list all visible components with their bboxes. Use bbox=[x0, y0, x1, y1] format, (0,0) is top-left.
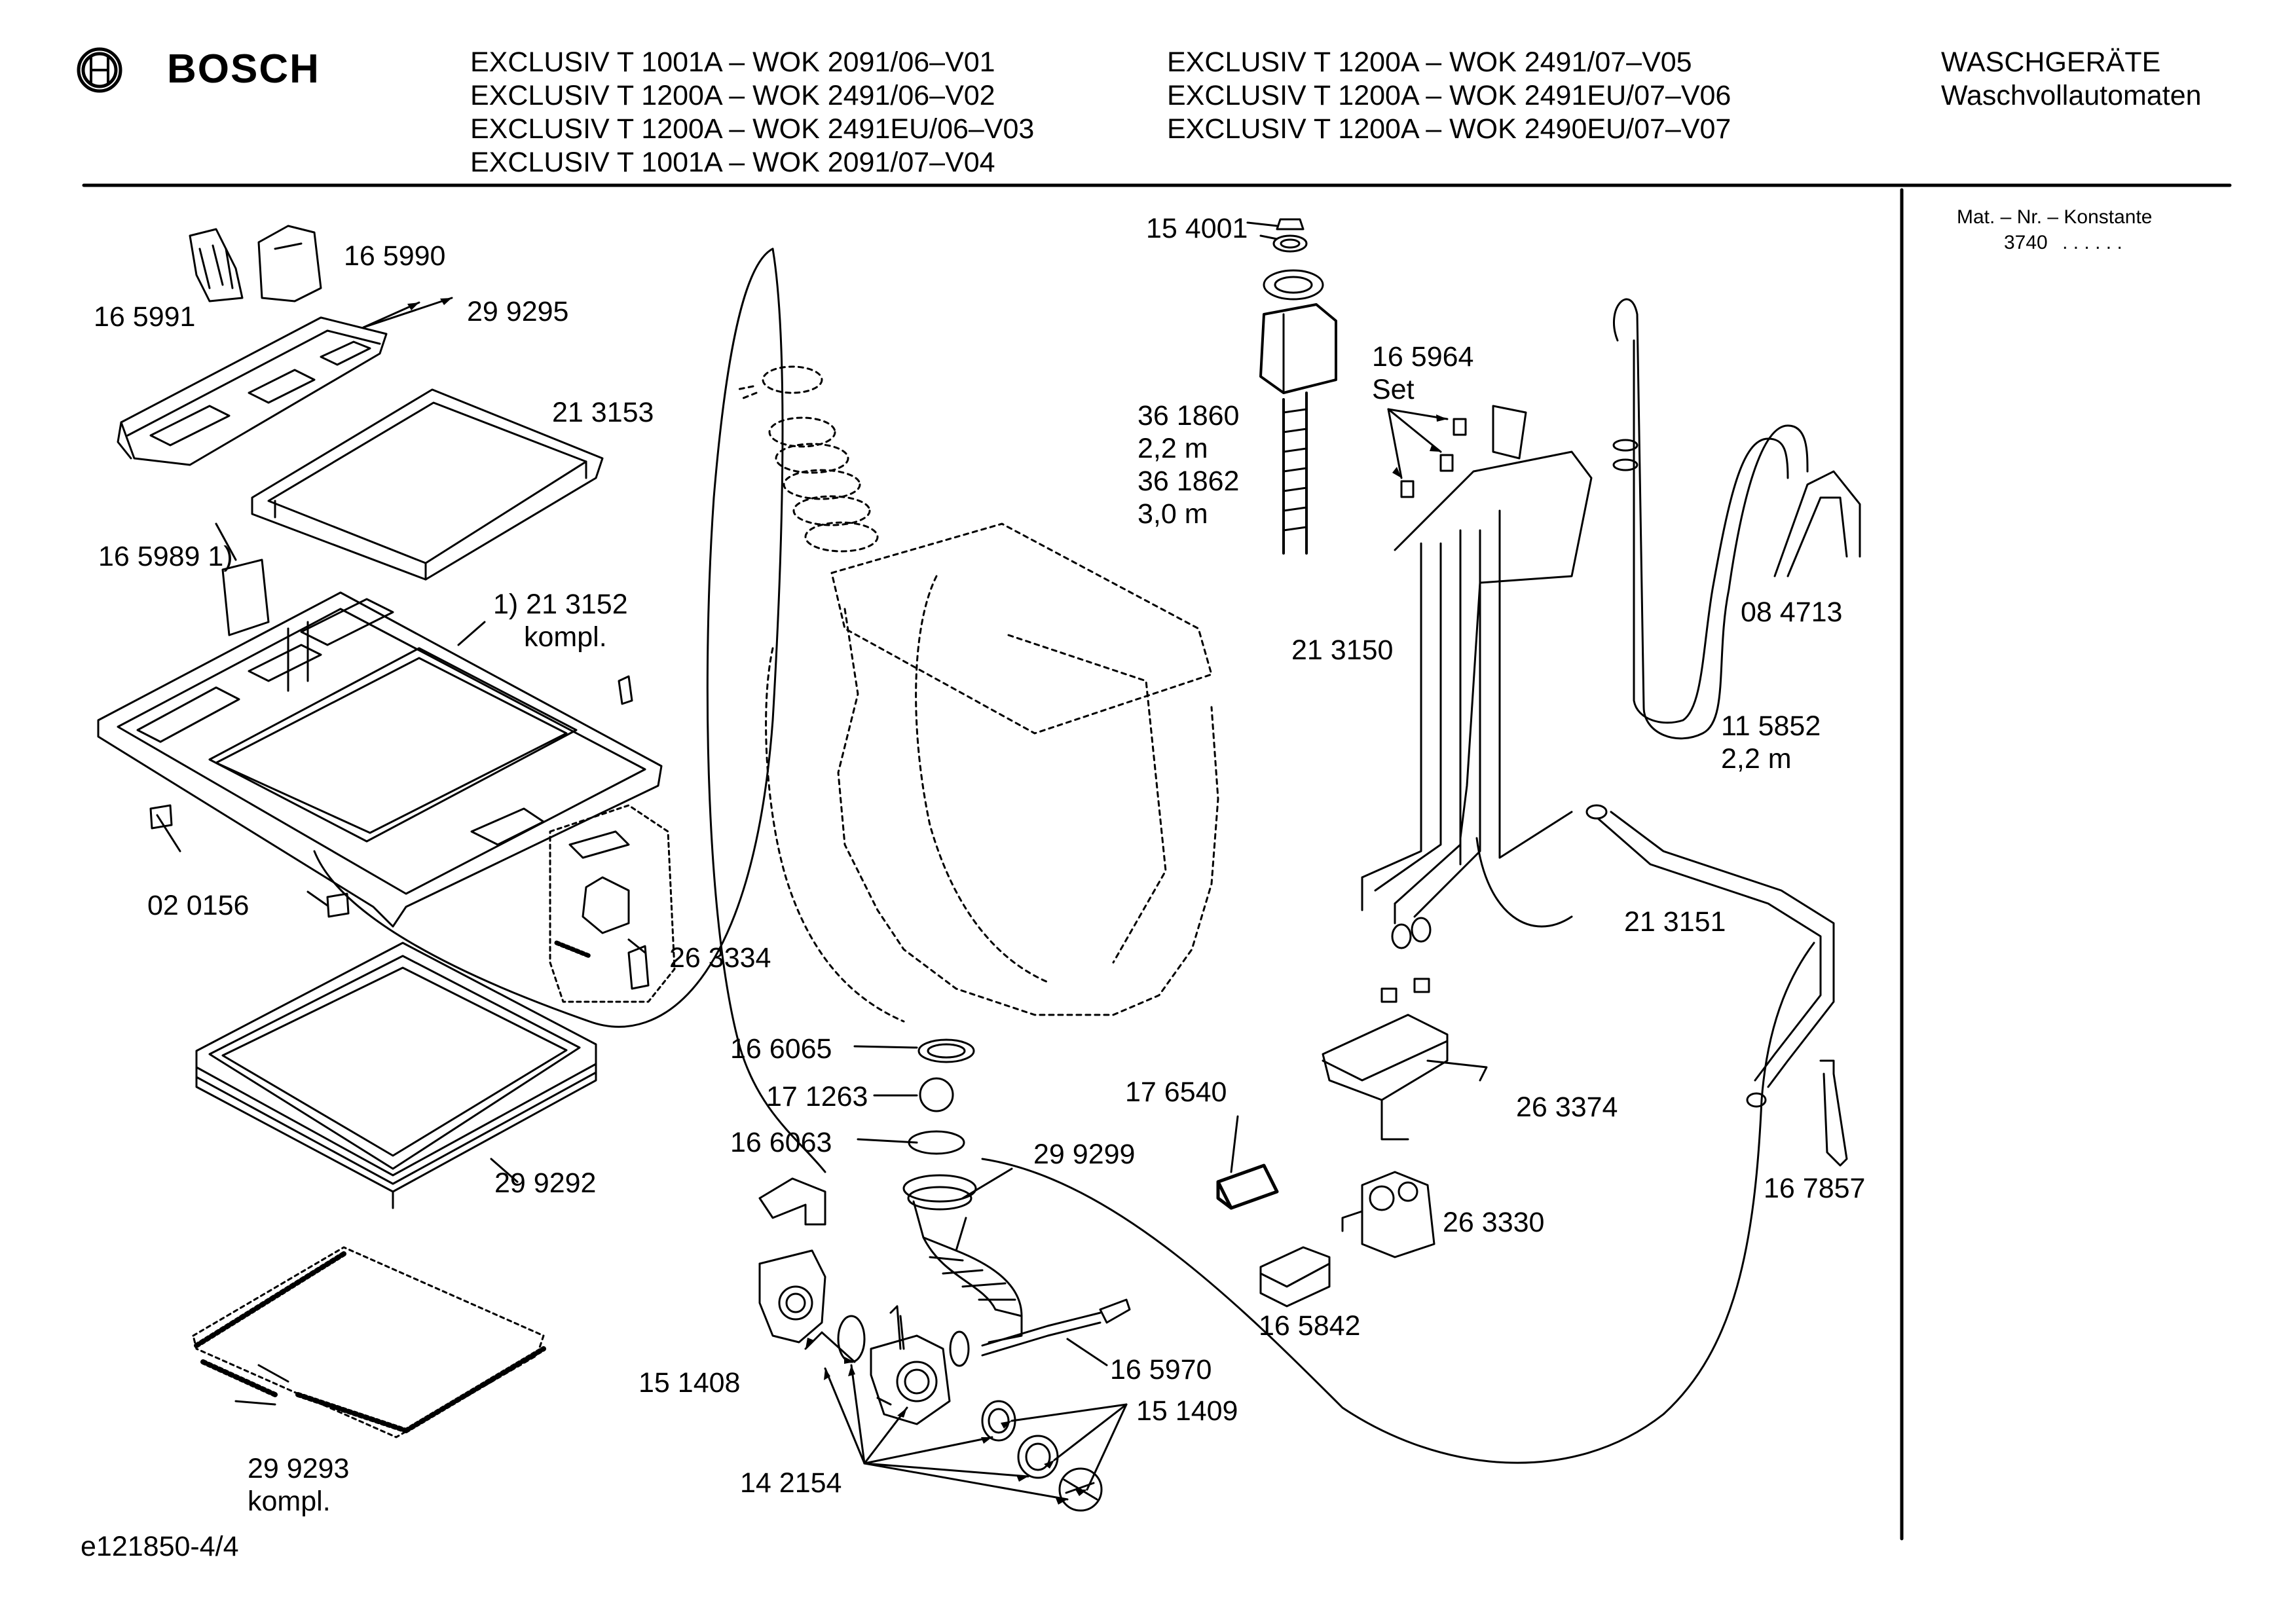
part-label: 26 3330 bbox=[1443, 1207, 1545, 1238]
bellows-top bbox=[735, 365, 879, 553]
part-label: 16 7857 bbox=[1764, 1173, 1866, 1204]
model-line: EXCLUSIV T 1200A – WOK 2491EU/07–V06 bbox=[1167, 80, 1731, 111]
model-line: EXCLUSIV T 1001A – WOK 2091/06–V01 bbox=[470, 46, 995, 78]
part-label: 29 9293 bbox=[248, 1453, 350, 1484]
part-label: 21 3153 bbox=[552, 397, 654, 428]
part-label: 36 1862 bbox=[1138, 466, 1240, 497]
drain-hose-213151 bbox=[1585, 804, 1835, 1108]
part-label: 08 4713 bbox=[1741, 596, 1843, 628]
hose-115852 bbox=[1612, 298, 1809, 740]
part-label: 21 3150 bbox=[1291, 634, 1394, 666]
part-label: 26 3334 bbox=[669, 942, 771, 974]
drain-hose-long bbox=[981, 942, 1815, 1464]
seal-frame-299292 bbox=[195, 942, 597, 1209]
bracket-176540 bbox=[1216, 1163, 1279, 1210]
model-line: EXCLUSIV T 1200A – WOK 2491EU/06–V03 bbox=[470, 113, 1035, 145]
drawing-id: e121850-4/4 bbox=[81, 1531, 239, 1562]
drawer-cover-parts bbox=[189, 225, 322, 302]
bosch-logo-icon bbox=[77, 47, 122, 93]
part-label: 15 1409 bbox=[1136, 1395, 1238, 1427]
constant-dots: . . . . . . bbox=[2062, 232, 2122, 253]
valve-263330 bbox=[1341, 1171, 1435, 1258]
model-list-1: EXCLUSIV T 1001A – WOK 2091/06–V01 EXCLU… bbox=[470, 46, 1034, 179]
part-label: 29 9299 bbox=[1033, 1139, 1136, 1170]
part-label: 29 9295 bbox=[467, 296, 569, 327]
part-label: 36 1860 bbox=[1138, 400, 1240, 431]
brand-name: BOSCH bbox=[167, 46, 320, 92]
model-list-2: EXCLUSIV T 1200A – WOK 2491/07–V05 EXCLU… bbox=[1167, 46, 1731, 146]
part-label: 16 6063 bbox=[730, 1127, 832, 1158]
valve-263374 bbox=[1322, 978, 1488, 1141]
part-label: 16 6065 bbox=[730, 1033, 832, 1065]
drain-bellows-299299 bbox=[902, 1174, 1023, 1344]
inlet-hose-361860 bbox=[1259, 269, 1337, 555]
tub-outline bbox=[313, 247, 826, 1173]
category-title: WASCHGERÄTE bbox=[1941, 46, 2161, 78]
top-panel-213152 bbox=[97, 559, 663, 928]
part-label: 26 3374 bbox=[1516, 1091, 1618, 1123]
tray-213153 bbox=[251, 388, 604, 581]
cap-154001 bbox=[1272, 218, 1308, 253]
category-subtitle: Waschvollautomaten bbox=[1941, 80, 2202, 111]
tub-seal-parts bbox=[908, 1038, 975, 1155]
lock-assembly-outline bbox=[549, 804, 676, 1003]
part-label: 02 0156 bbox=[147, 890, 250, 921]
part-label: 17 1263 bbox=[766, 1081, 868, 1112]
part-label: 21 3151 bbox=[1624, 906, 1726, 938]
connector-165842 bbox=[1259, 1246, 1331, 1308]
part-label: 29 9292 bbox=[494, 1167, 597, 1199]
part-label: 16 5964 bbox=[1372, 341, 1474, 373]
model-line: EXCLUSIV T 1200A – WOK 2490EU/07–V07 bbox=[1167, 113, 1731, 145]
part-label: 16 5970 bbox=[1110, 1354, 1212, 1385]
part-label: 17 6540 bbox=[1125, 1076, 1227, 1108]
part-label: 15 1408 bbox=[639, 1367, 741, 1399]
part-label: 2,2 m bbox=[1138, 433, 1208, 464]
part-label: 16 5990 bbox=[344, 240, 446, 272]
dispenser-213150 bbox=[1361, 405, 1593, 949]
lock-assembly-263334 bbox=[554, 830, 650, 990]
clip-167857 bbox=[1819, 1059, 1848, 1167]
model-line: EXCLUSIV T 1200A – WOK 2491/07–V05 bbox=[1167, 46, 1692, 78]
part-label: 3,0 m bbox=[1138, 498, 1208, 530]
part-label: 1) 21 3152 bbox=[493, 589, 628, 620]
model-line: EXCLUSIV T 1200A – WOK 2491/06–V02 bbox=[470, 80, 995, 111]
part-label: 15 4001 bbox=[1146, 213, 1248, 244]
tub-body bbox=[765, 522, 1219, 1023]
dispenser-drawer bbox=[117, 316, 388, 466]
part-label: 11 5852 bbox=[1721, 710, 1821, 742]
part-label: 16 5989 1) bbox=[98, 541, 233, 572]
clip-084713 bbox=[1773, 470, 1861, 577]
part-label: Set bbox=[1372, 374, 1415, 405]
side-panel-title: Mat. – Nr. – Konstante bbox=[1957, 206, 2153, 228]
part-label: 16 5991 bbox=[94, 301, 196, 333]
part-label: 14 2154 bbox=[740, 1467, 842, 1499]
spring-set-299293 bbox=[192, 1246, 546, 1438]
pump-assembly bbox=[758, 1177, 1131, 1512]
part-label: 16 5842 bbox=[1259, 1310, 1361, 1342]
part-label: kompl. bbox=[524, 621, 607, 653]
part-label: kompl. bbox=[248, 1486, 331, 1517]
part-label: 2,2 m bbox=[1721, 743, 1792, 775]
model-line: EXCLUSIV T 1001A – WOK 2091/07–V04 bbox=[470, 147, 995, 178]
constant-value: 3740 bbox=[2004, 232, 2048, 253]
leader-arrowheads bbox=[407, 298, 1447, 1505]
side-panel-value: 3740 . . . . . . bbox=[2004, 230, 2122, 255]
category-block: WASCHGERÄTE Waschvollautomaten bbox=[1941, 46, 2202, 113]
leader-lines bbox=[156, 221, 1449, 1501]
